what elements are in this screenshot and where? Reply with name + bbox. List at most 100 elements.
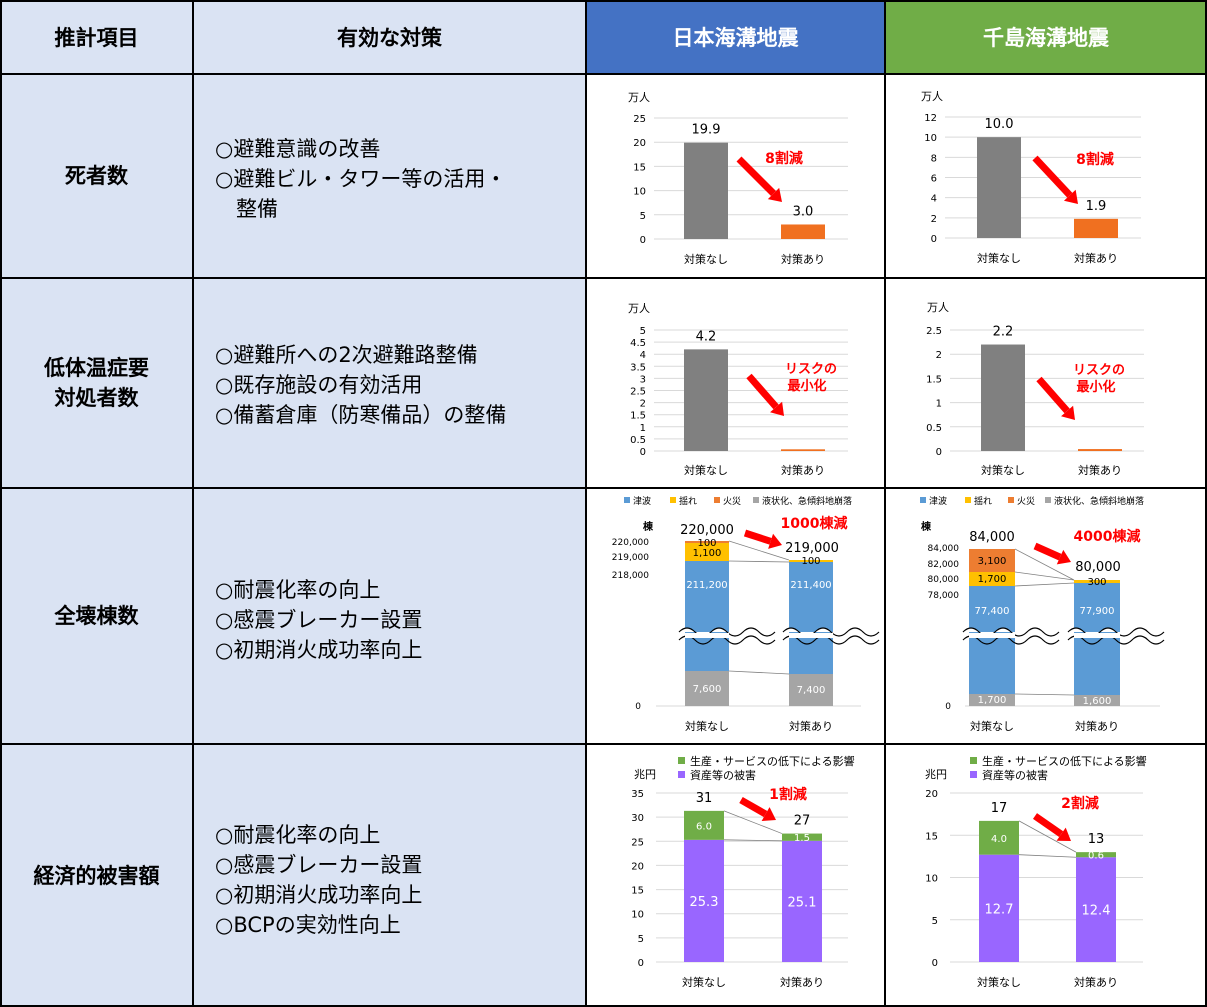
legend-label: 津波	[633, 495, 651, 507]
legend-label: 液状化、急傾斜地崩落	[762, 495, 852, 507]
y-tick-label: 1.5	[630, 411, 646, 422]
y-tick-label: 5	[638, 934, 644, 945]
measure-item: ○初期消火成功率向上	[215, 638, 423, 662]
y-tick-label: 10	[631, 910, 644, 921]
connector-line	[728, 560, 790, 563]
total-label: 84,000	[969, 530, 1015, 545]
row-label-line: 全壊棟数	[54, 604, 139, 628]
y-tick-label: 0	[638, 958, 644, 969]
y-tick-label: 0	[635, 702, 641, 712]
bar-segment	[685, 543, 729, 561]
x-tick-label: 対策あり	[1075, 719, 1119, 733]
reduction-annotation: リスクの	[1073, 363, 1125, 378]
reduction-arrow-head	[1061, 405, 1075, 420]
row-measures-buildings: ○耐震化率の向上 ○感震ブレーカー設置 ○初期消火成功率向上	[193, 488, 586, 744]
y-tick-label: 218,000	[612, 571, 649, 581]
bar-segment	[782, 840, 822, 962]
legend-swatch	[753, 497, 759, 503]
grid-line	[0, 0, 2, 1007]
y-axis-unit: 棟	[643, 520, 654, 533]
segment-label: 7,600	[693, 684, 722, 695]
grid-line	[884, 0, 886, 1007]
bar-segment	[789, 562, 833, 674]
segment-label: 211,200	[686, 580, 727, 591]
legend-label: 火災	[723, 496, 741, 507]
value-label: 2.2	[993, 325, 1014, 340]
total-label: 17	[991, 801, 1008, 816]
row-label-line: 経済的被害額	[33, 863, 160, 888]
total-label: 31	[696, 791, 713, 806]
axis-break-gap	[685, 633, 729, 638]
value-label: 1.9	[1086, 199, 1107, 214]
y-tick-label: 2	[640, 399, 646, 410]
segment-label: 77,400	[975, 606, 1010, 617]
bar-segment	[1076, 857, 1116, 962]
legend-label: 液状化、急傾斜地崩落	[1054, 495, 1144, 507]
bar-segment	[782, 833, 822, 841]
x-tick-label: 対策あり	[781, 252, 825, 266]
measure-item: ○感震ブレーカー設置	[215, 608, 423, 632]
legend-label: 資産等の被害	[982, 768, 1048, 782]
y-tick-label: 219,000	[612, 553, 649, 563]
legend-label: 揺れ	[974, 495, 992, 507]
measure-item: 整備	[215, 197, 278, 221]
legend-label: 生産・サービスの低下による影響	[690, 754, 855, 768]
row-label-deaths: 死者数	[0, 74, 193, 278]
legend-label: 津波	[929, 495, 947, 507]
segment-label: 12.4	[1082, 904, 1111, 919]
y-tick-label: 10	[924, 133, 937, 144]
y-tick-label: 20	[631, 861, 644, 872]
legend-label: 資産等の被害	[690, 768, 756, 782]
header-chishima-trench: 千島海溝地震	[885, 0, 1207, 74]
segment-label: 1,100	[693, 548, 722, 559]
value-label: 4.2	[696, 329, 717, 344]
y-tick-label: 20	[633, 138, 646, 149]
y-tick-label: 0.5	[926, 423, 942, 434]
measure-item: ○耐震化率の向上	[215, 578, 381, 602]
legend-label: 生産・サービスの低下による影響	[982, 754, 1147, 768]
measure-item: ○既存施設の有効活用	[215, 373, 423, 397]
reduction-annotation: 最小化	[787, 378, 826, 394]
bar-segment	[789, 674, 833, 706]
row-measures-deaths: ○避難意識の改善 ○避難ビル・タワー等の活用・ 整備	[193, 74, 586, 278]
y-tick-label: 80,000	[928, 575, 960, 585]
reduction-arrow-shaft	[739, 796, 768, 818]
legend-swatch	[965, 497, 971, 503]
header-measures: 有効な対策	[193, 0, 586, 74]
segment-label: 300	[1087, 577, 1106, 588]
segment-label: 1,700	[978, 695, 1007, 706]
measure-item: ○感震ブレーカー設置	[215, 852, 423, 877]
connector-line	[1014, 548, 1075, 581]
segment-label: 1.5	[794, 833, 810, 844]
y-axis-unit: 万人	[628, 302, 650, 315]
bar-segment	[685, 671, 729, 706]
y-tick-label: 5	[640, 211, 646, 222]
y-tick-label: 3.5	[630, 362, 646, 373]
y-tick-label: 5	[640, 326, 646, 337]
bar-segment	[979, 854, 1019, 962]
legend-swatch	[970, 771, 977, 778]
segment-label: 1,700	[978, 574, 1007, 585]
x-tick-label: 対策なし	[981, 463, 1025, 477]
reduction-annotation: 8割減	[1076, 151, 1114, 168]
y-axis-unit: 棟	[921, 520, 932, 533]
y-tick-label: 35	[631, 789, 644, 800]
y-tick-label: 0	[640, 447, 646, 458]
header-item: 推計項目	[0, 0, 193, 74]
reduction-arrow-shaft	[736, 156, 776, 196]
bar-segment	[685, 541, 729, 543]
y-tick-label: 0.5	[630, 435, 646, 446]
bar-segment	[1074, 583, 1120, 695]
row-label-economic: 経済的被害額	[0, 744, 193, 1007]
grid-line	[1205, 0, 1207, 1007]
connector-line	[1014, 693, 1075, 696]
reduction-arrow-head	[1056, 827, 1071, 841]
bar	[1078, 449, 1122, 451]
y-tick-label: 78,000	[928, 591, 960, 601]
y-tick-label: 4	[931, 194, 937, 205]
y-tick-label: 15	[925, 831, 938, 842]
y-tick-label: 4	[640, 350, 646, 361]
